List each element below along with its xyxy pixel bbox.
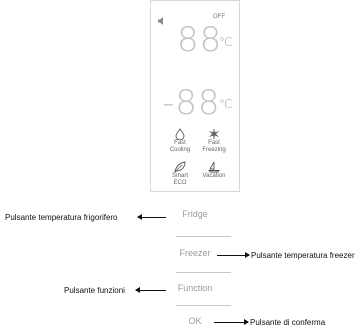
leaf-icon (174, 161, 186, 173)
callout-function-arrow (135, 287, 166, 293)
callout-ok-arrow (214, 319, 249, 325)
callout-ok-label: Pulsante di conferma (250, 318, 326, 327)
snowflake-icon (209, 129, 219, 139)
mode-vacation: Vacation (199, 161, 229, 180)
callout-freezer-arrow (217, 252, 250, 258)
ok-button[interactable]: OK (188, 316, 202, 326)
divider-3 (176, 305, 231, 306)
callout-freezer-label: Pulsante temperatura freezer (251, 251, 355, 260)
mode-fast-freezing: Fast Freezing (199, 128, 229, 153)
callout-function-label: Pulsante funzioni (64, 286, 125, 295)
callout-fridge-arrow (137, 214, 166, 220)
off-indicator: OFF (213, 14, 225, 20)
divider-2 (176, 272, 231, 273)
speaker-icon (157, 13, 167, 31)
mode-fast-cooling: Fast Cooling (165, 128, 195, 153)
mode-smart-eco-label: Smart ECO (171, 173, 188, 186)
mode-vacation-label: Vacation (202, 173, 226, 179)
function-button[interactable]: Function (177, 283, 213, 293)
fridge-button[interactable]: Fridge (182, 209, 208, 219)
fridge-temperature-digits: 88 (177, 20, 223, 60)
callout-fridge-label: Pulsante temperatura frigorifero (5, 213, 118, 222)
mode-fast-cooling-label: Fast Cooling (169, 140, 191, 153)
display-panel: OFF 88 ℃ -88 ℃ Fast Cooling Fast Freezin… (150, 0, 240, 192)
freezer-button[interactable]: Freezer (179, 248, 211, 258)
fridge-temperature-unit: ℃ (219, 35, 233, 49)
divider-1 (176, 236, 231, 237)
mode-fast-freezing-label: Fast Freezing (202, 140, 226, 153)
freezer-temperature-unit: ℃ (219, 97, 233, 111)
sailboat-icon (208, 161, 220, 173)
mode-smart-eco: Smart ECO (165, 161, 195, 186)
water-drop-icon (175, 128, 185, 140)
freezer-temperature-digits: -88 (162, 83, 221, 123)
